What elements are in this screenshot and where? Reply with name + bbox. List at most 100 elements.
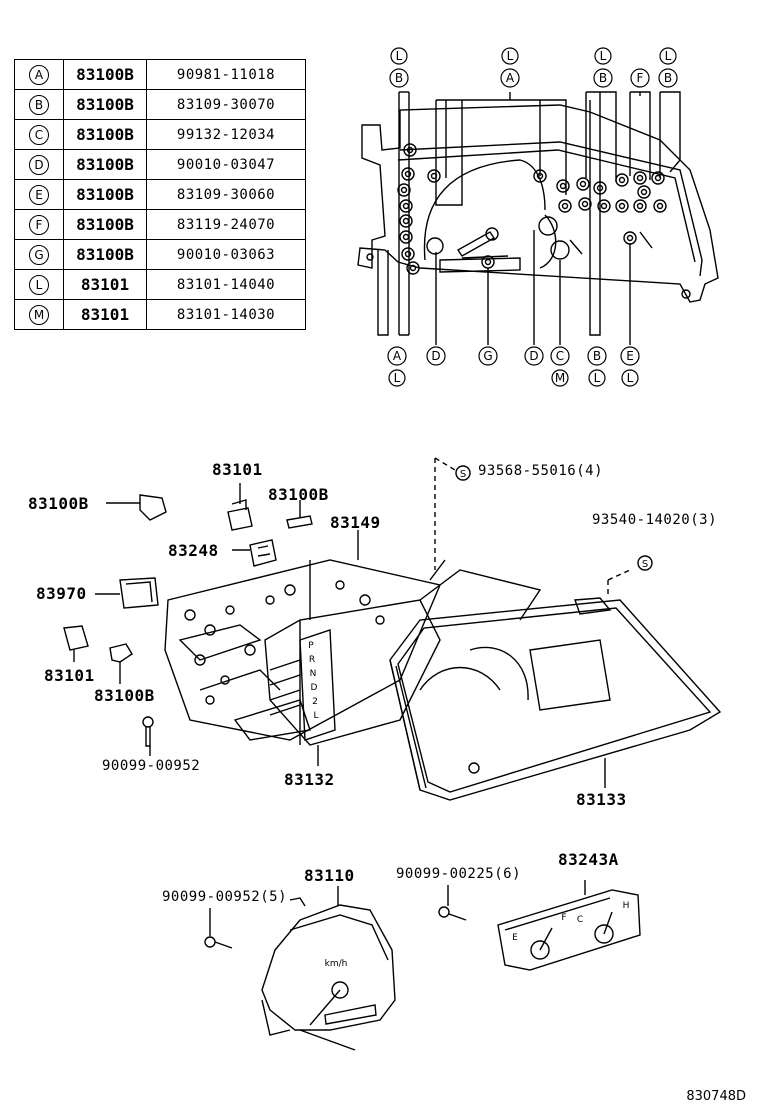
circuit-hole (265, 595, 275, 605)
callout-circle (387, 346, 407, 366)
speedo-rim (289, 914, 389, 961)
leader-A-left (377, 250, 389, 336)
bulb-socket (401, 167, 415, 181)
meter-stud (550, 240, 570, 260)
label-83132: 83132 (284, 770, 335, 789)
socket-83248 (249, 539, 277, 567)
legend-letter: B (29, 94, 49, 115)
bulb-socket-center (404, 170, 412, 178)
bulb-socket-center (618, 176, 626, 184)
legend-letter: A (29, 64, 49, 85)
legend-letter: L (29, 274, 49, 295)
legend-body: A 83100B 90981-11018 B 83100B 83109-3007… (14, 59, 306, 330)
circuit-hole (244, 644, 256, 656)
legend-letter: F (29, 214, 49, 235)
callout-letter: B (664, 71, 672, 85)
label-83101-left: 83101 (44, 666, 95, 685)
callout-circle (630, 68, 650, 88)
bulb-socket (401, 247, 415, 261)
callout-circle (620, 346, 640, 366)
label-83100B-mid: 83100B (268, 485, 329, 504)
label-93568-55016: 93568-55016(4) (478, 463, 604, 479)
callout-circle (390, 47, 408, 65)
legend-number-cell: 83109-30070 (146, 89, 306, 120)
legend-row: C 83100B 99132-12034 (14, 119, 306, 150)
legend-letter-cell: A (14, 59, 64, 90)
fuel-gauge-needle (539, 927, 553, 951)
bulb-socket-center (402, 217, 410, 225)
bulb-socket (481, 255, 495, 269)
bulb-socket (406, 261, 420, 275)
label-90099-00225-6: 90099-00225(6) (396, 866, 522, 882)
bulb-socket (397, 183, 411, 197)
callout-letter: D (529, 349, 538, 363)
screw-shank (214, 941, 233, 949)
lens-dial-arc (469, 646, 529, 701)
exploded-view (63, 457, 722, 801)
socket-83101-top (227, 507, 253, 531)
speedo-terminal (261, 999, 291, 1036)
tacho-opening (539, 214, 557, 269)
speedometer-83110 (204, 885, 467, 1051)
callout-letter: B (395, 71, 403, 85)
bulb-socket-center (484, 258, 492, 266)
case-tab (233, 699, 311, 741)
screw-shank (145, 727, 151, 747)
socket-83970-detail (125, 581, 153, 603)
bulb-socket-center (626, 234, 634, 242)
rear-top-callouts (387, 47, 678, 387)
socket-83970 (119, 577, 159, 609)
bulb-socket-center (640, 188, 648, 196)
callout-circle (588, 369, 606, 387)
callout-letter: A (506, 71, 515, 85)
leader-A-column (398, 92, 410, 336)
circuit-hole (204, 624, 216, 636)
bulb-socket (615, 173, 629, 187)
bulb-socket (399, 214, 413, 228)
exploded-text: S S P R N D 2 L (308, 469, 648, 721)
label-90099-00952: 90099-00952 (102, 758, 201, 774)
screw-head (204, 936, 216, 948)
callout-circle (389, 68, 409, 88)
label-90099-00952-5: 90099-00952(5) (162, 889, 288, 905)
bulb-83100B-bottom (109, 643, 133, 663)
bulb-socket-center (406, 146, 414, 154)
bulb-socket (633, 171, 647, 185)
fuel-temp-gauge-83243A (497, 880, 641, 971)
indicator-letter: R (309, 655, 315, 665)
label-83110: 83110 (304, 866, 355, 885)
bulb-socket (576, 177, 590, 191)
speedo-body (261, 904, 396, 1031)
mount-hole (366, 253, 374, 261)
speedo-tab (289, 897, 306, 907)
bulb-socket-center (581, 200, 589, 208)
callout-letter: B (599, 71, 607, 85)
lens-edge (389, 659, 421, 791)
socket-83248-detail (257, 545, 271, 557)
fuel-f-label: F (561, 913, 566, 923)
legend-part-cell: 83100B (63, 239, 147, 270)
speedo-opening (423, 159, 546, 261)
shift-indicator-panel (299, 629, 336, 741)
gauge-text: km/h E F C H (325, 901, 630, 969)
lens-edge (395, 665, 427, 789)
legend-row: L 83101 83101-14040 (14, 269, 306, 300)
kmh-label: km/h (325, 959, 348, 969)
circuit-trace (178, 624, 262, 661)
legend-row: B 83100B 83109-30070 (14, 89, 306, 120)
bulb-socket (578, 197, 592, 211)
bulb-socket-center (600, 202, 608, 210)
bulb-socket (399, 230, 413, 244)
indicator-letter: 2 (312, 697, 318, 707)
temp-gauge-pivot (594, 924, 614, 944)
housing-inner-edge (399, 141, 703, 277)
legend-part-cell: 83100B (63, 119, 147, 150)
indicator-letter: P (308, 641, 314, 651)
legend-row: E 83100B 83109-30060 (14, 179, 306, 210)
callout-letter: L (594, 371, 601, 385)
circuit-hole (184, 609, 196, 621)
lens-dial-arc (419, 666, 501, 691)
bulb-socket-center (559, 182, 567, 190)
callout-letter: L (600, 49, 607, 63)
